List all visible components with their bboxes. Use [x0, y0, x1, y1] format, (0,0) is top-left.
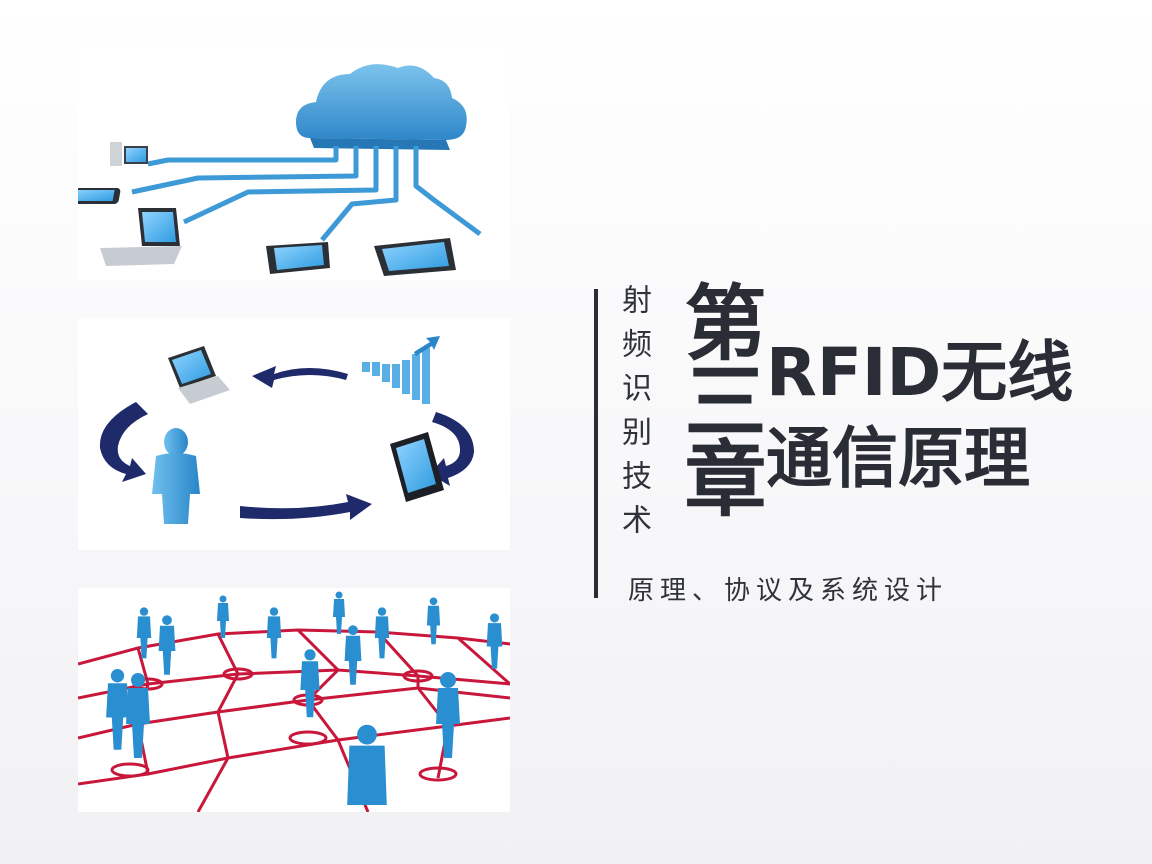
smartphone-icon	[390, 432, 444, 502]
course-name: 射频识别技术	[616, 284, 651, 548]
laptop-icon	[100, 208, 182, 266]
network-lines-icon	[78, 628, 510, 812]
data-cycle-illustration	[78, 318, 510, 550]
phone-icon	[78, 188, 121, 204]
desktop-icon	[110, 142, 148, 166]
slide-subtitle: 原理、协议及系统设计	[628, 576, 949, 606]
cloud-icon	[296, 64, 467, 150]
smartphone-icon	[266, 242, 330, 274]
people-network-illustration	[78, 588, 510, 812]
chapter-label: 第三章	[670, 280, 765, 514]
tablet-icon	[374, 238, 456, 276]
cloud-computing-illustration	[78, 46, 510, 280]
title-line-2: 通信原理	[766, 420, 1030, 497]
person-icon	[152, 428, 200, 524]
slide-title: RFID无线 通信原理	[766, 330, 1073, 502]
laptop-icon	[168, 346, 230, 404]
people-figure-icon	[106, 591, 503, 805]
bar-chart-icon	[362, 336, 440, 404]
title-line-1: RFID无线	[766, 334, 1074, 411]
cycle-arrows-icon	[99, 366, 474, 520]
vertical-divider	[594, 289, 598, 598]
